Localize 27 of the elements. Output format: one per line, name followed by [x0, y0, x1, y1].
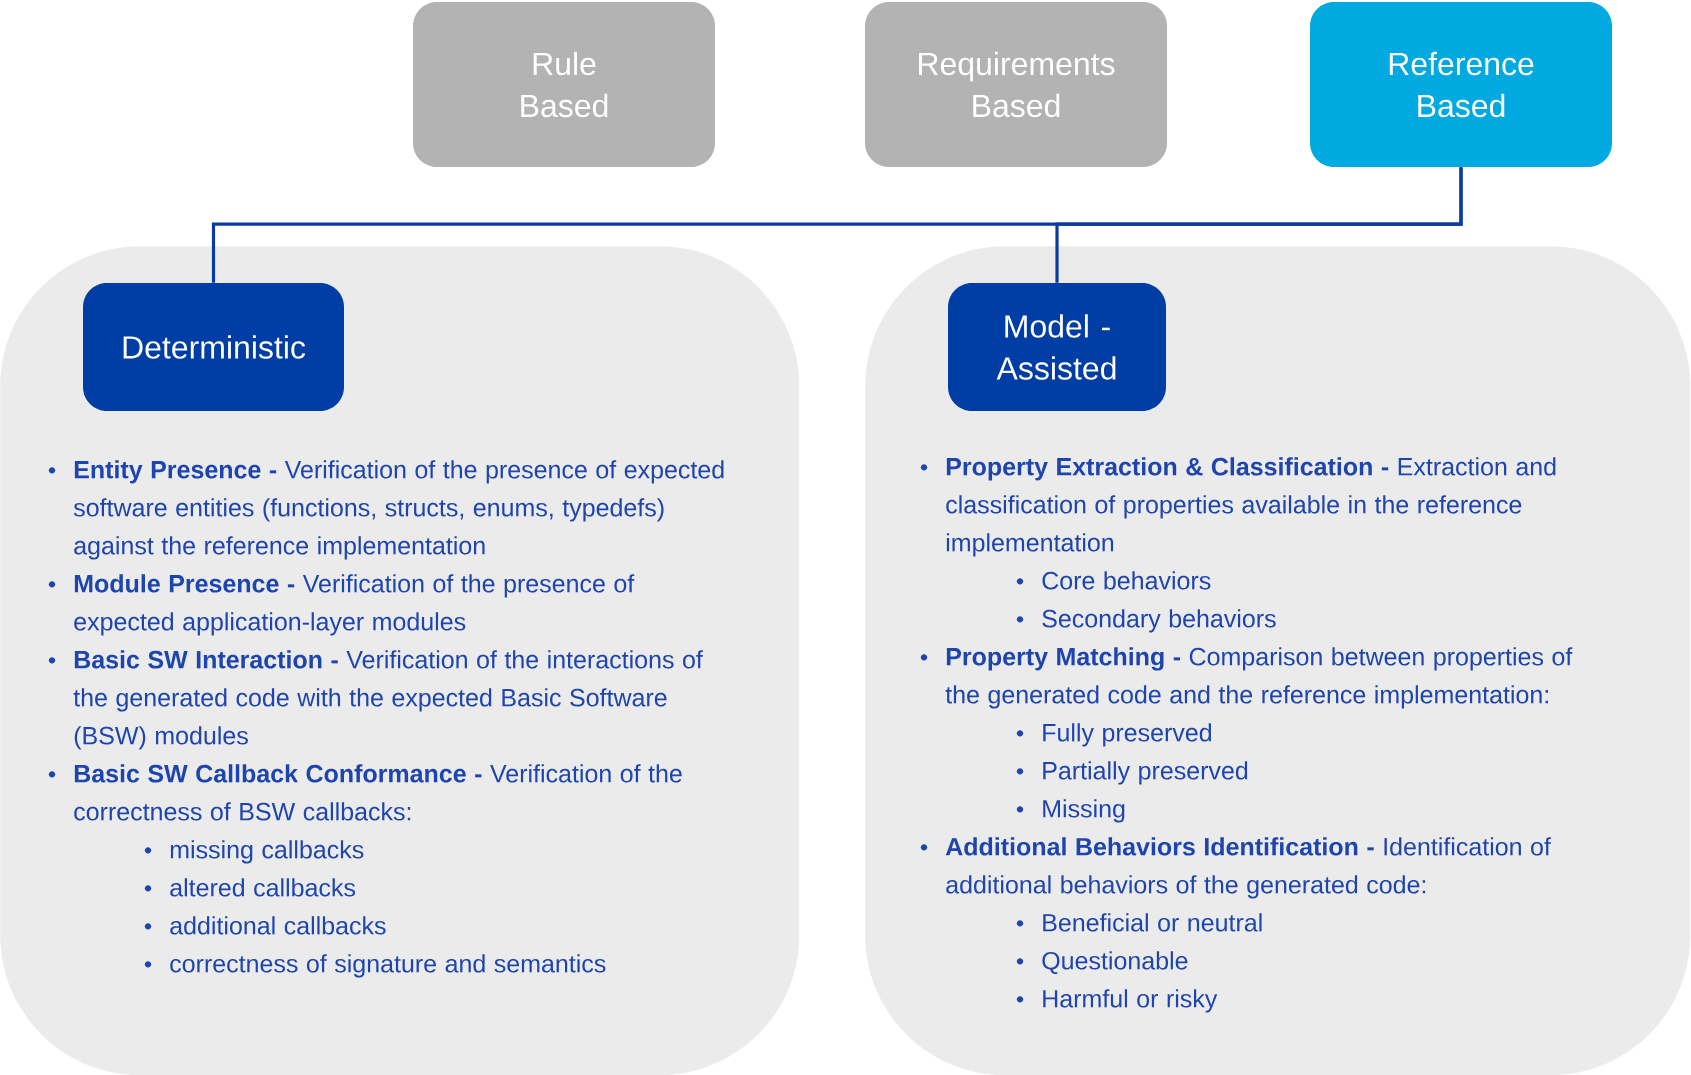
list-item: Module Presence - Verification of the presence of expected application-layer modules — [74, 574, 635, 636]
method-box: Model - Assisted — [948, 283, 1166, 411]
method-box: Deterministic — [83, 283, 344, 411]
category-box: Reference Based — [1310, 2, 1612, 167]
list-item: Entity Presence - Verification of the presence of expected software entities (functions, structs, enums, typedefs) against the reference implementation — [73, 460, 724, 560]
list-item: Beneficial or neutral — [1043, 913, 1262, 932]
category-box: Rule Based — [413, 2, 715, 167]
list-item: Additional Behaviors Identification - Identification of additional behaviors of the generated code: — [945, 837, 1551, 899]
list-item: correctness of signature and semantics — [170, 954, 606, 978]
list-item: Basic SW Callback Conformance - Verification of the correctness of BSW callbacks: — [74, 764, 682, 821]
list-item: Harmful or risky — [1043, 989, 1218, 1013]
list-item: missing callbacks — [170, 840, 364, 864]
panel — [0, 246, 800, 1075]
list-item: Core behaviors — [1042, 571, 1211, 590]
list-item: additional callbacks — [170, 916, 386, 935]
list-item: Questionable — [1042, 951, 1188, 975]
list-item: Secondary behaviors — [1042, 609, 1276, 633]
category-box: Requirements Based — [865, 2, 1167, 167]
list-item: Basic SW Interaction - Verification of the interactions of the generated code with the expected Basic Software (BSW) modules — [73, 650, 703, 750]
connector-line — [1055, 167, 1463, 283]
list-item: Fully preserved — [1043, 723, 1212, 747]
list-item: Property Matching - Comparison between properties of the generated code and the reference implementation: — [945, 647, 1573, 709]
panel — [865, 246, 1691, 1075]
list-item: altered callbacks — [170, 878, 355, 897]
list-item: Partially preserved — [1043, 761, 1248, 785]
list-item: Property Extraction & Classification - Extraction and classification of properties available in the reference implementation — [946, 457, 1556, 557]
list-item: Missing — [1043, 799, 1125, 823]
